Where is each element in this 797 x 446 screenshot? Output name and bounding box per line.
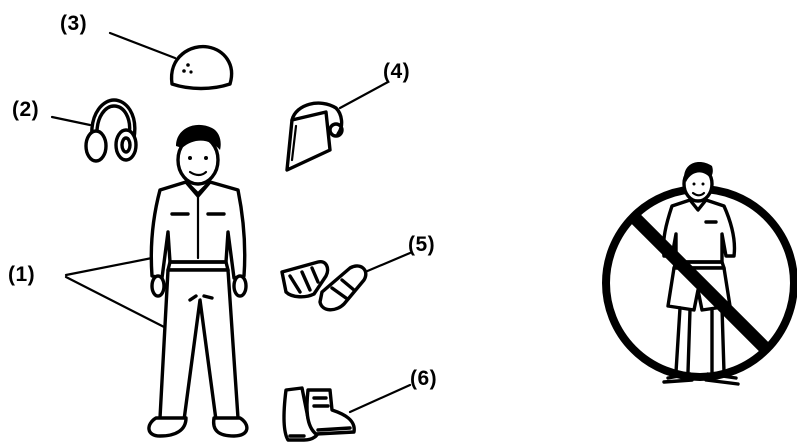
earmuffs-icon	[86, 100, 136, 161]
hard-hat-icon	[172, 47, 232, 89]
gloves-icon	[282, 262, 366, 310]
safety-boots-icon	[284, 388, 354, 440]
face-shield-icon	[287, 103, 342, 170]
worker-figure-proper-attire	[149, 125, 247, 436]
prohibited-icon	[606, 162, 794, 384]
